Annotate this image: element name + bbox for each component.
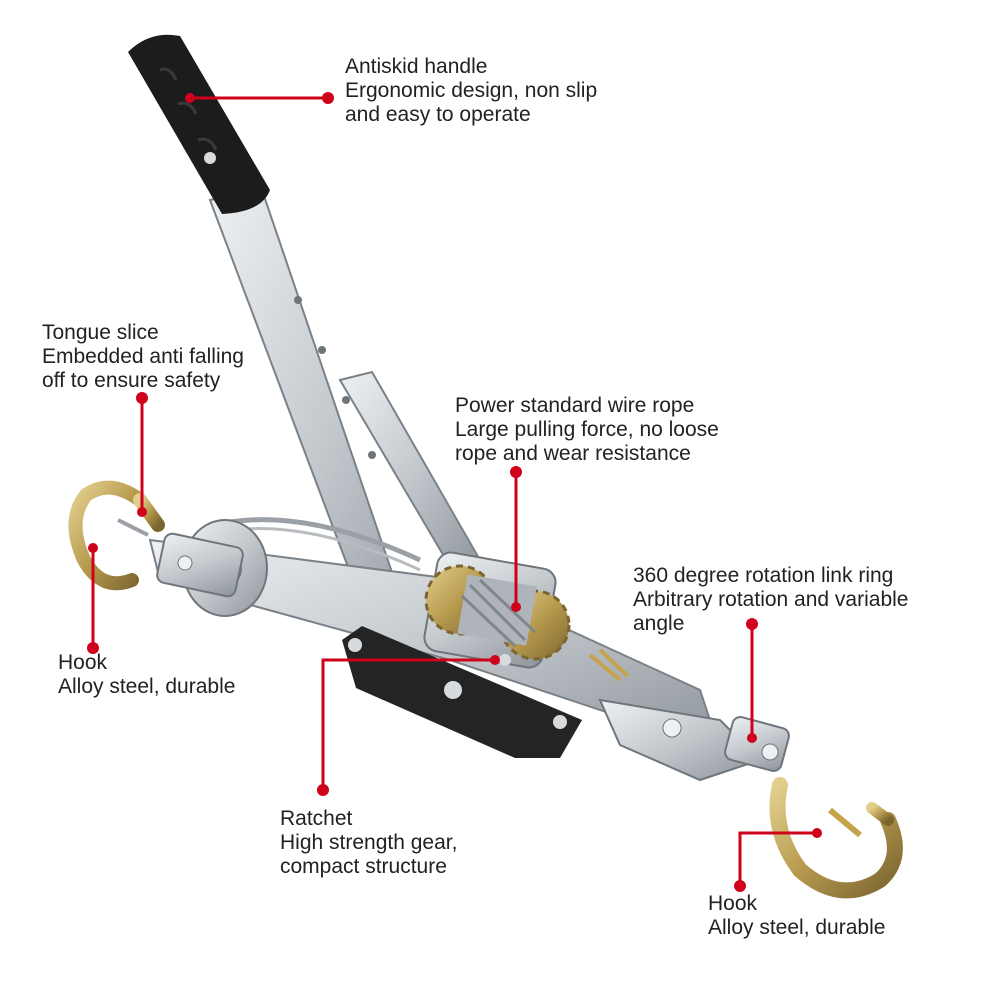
callout-line: Large pulling force, no loose xyxy=(455,418,719,441)
callout-line: compact structure xyxy=(280,855,447,878)
leader-hook-right xyxy=(738,831,817,886)
ratchet-drum xyxy=(423,551,630,682)
callout-title: Ratchet xyxy=(280,807,353,830)
left-hook xyxy=(68,480,147,591)
callout-title: Tongue slice xyxy=(42,321,159,344)
callout-title: Antiskid handle xyxy=(345,55,488,78)
callout-ring: 360 degree rotation link ring Arbitrary … xyxy=(633,564,908,636)
callout-hook-left: Hook Alloy steel, durable xyxy=(58,651,235,699)
callout-line: angle xyxy=(633,612,685,635)
callout-line: off to ensure safety xyxy=(42,369,221,392)
callout-ratchet: Ratchet High strength gear, compact stru… xyxy=(280,807,457,879)
callout-line: Alloy steel, durable xyxy=(58,675,236,698)
callout-line: Alloy steel, durable xyxy=(708,916,886,939)
callout-line: High strength gear, xyxy=(280,831,458,854)
callout-tongue: Tongue slice Embedded anti falling off t… xyxy=(42,321,244,393)
callout-line: and easy to operate xyxy=(345,103,531,126)
callout-title: 360 degree rotation link ring xyxy=(633,564,894,587)
puller-illustration xyxy=(68,34,903,899)
leader-ratchet xyxy=(321,658,495,790)
callout-line: Arbitrary rotation and variable xyxy=(633,588,909,611)
leader-lines xyxy=(87,92,822,892)
callout-rope: Power standard wire rope Large pulling f… xyxy=(455,394,719,466)
callout-hook-right: Hook Alloy steel, durable xyxy=(708,892,885,940)
handle-grip xyxy=(128,34,270,214)
callout-line: Ergonomic design, non slip xyxy=(345,79,598,102)
callout-handle: Antiskid handle Ergonomic design, non sl… xyxy=(345,55,597,127)
callout-line: Embedded anti falling xyxy=(42,345,244,368)
callout-line: rope and wear resistance xyxy=(455,442,691,465)
callout-title: Hook xyxy=(58,651,108,674)
callout-title: Hook xyxy=(708,892,758,915)
right-hook xyxy=(769,777,903,899)
callout-title: Power standard wire rope xyxy=(455,394,695,417)
